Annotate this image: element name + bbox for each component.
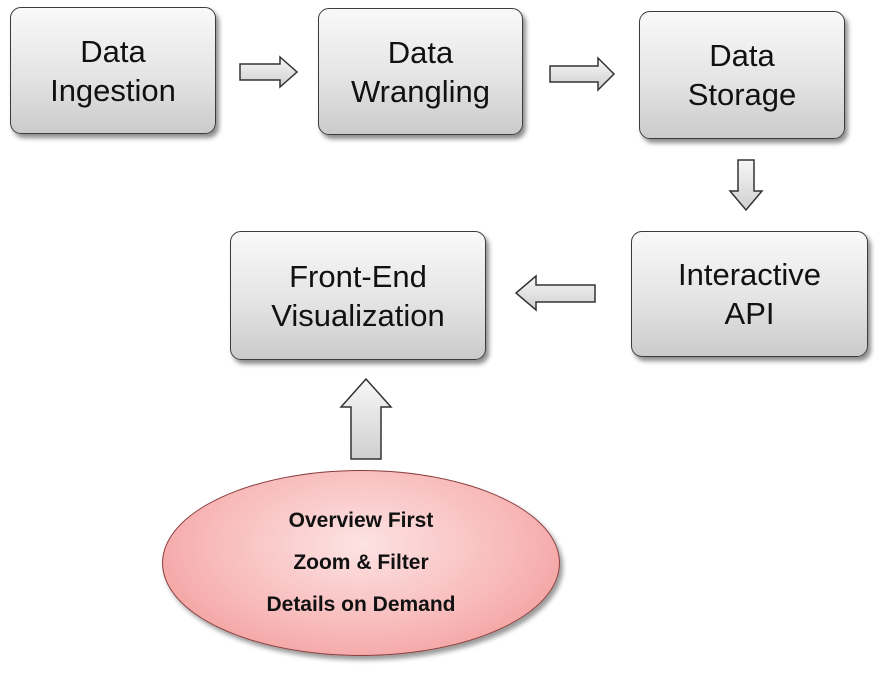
interactive-api-label-line1: Interactive [677, 257, 821, 292]
arrow-wrangling-to-storage [549, 56, 616, 92]
data-wrangling-box: Data Wrangling [318, 8, 523, 135]
interactive-api-box: Interactive API [631, 231, 868, 357]
arrow-storage-to-api [728, 159, 764, 212]
interactive-api-label-line2: API [724, 296, 775, 331]
front-end-visualization-label-line2: Visualization [271, 297, 445, 333]
data-ingestion-box: Data Ingestion [10, 7, 216, 134]
front-end-visualization-label-line1: Front-End [289, 258, 427, 294]
data-storage-label-line2: Storage [687, 77, 797, 112]
principle-details-on-demand: Details on Demand [266, 593, 456, 616]
data-storage-label-line1: Data [709, 38, 775, 73]
principle-overview-first: Overview First [288, 509, 434, 532]
principle-zoom-filter: Zoom & Filter [293, 551, 429, 574]
data-wrangling-label-line1: Data [387, 34, 454, 70]
front-end-visualization-box: Front-End Visualization [230, 231, 486, 360]
principles-ellipse: Overview First Zoom & Filter Details on … [162, 470, 560, 656]
data-storage-box: Data Storage [639, 11, 845, 139]
arrow-api-to-frontend [514, 274, 596, 312]
data-ingestion-label-line1: Data [80, 33, 146, 69]
data-wrangling-label-line2: Wrangling [350, 73, 490, 109]
arrow-ingestion-to-wrangling [239, 55, 299, 89]
data-ingestion-label-line2: Ingestion [50, 72, 176, 108]
arrow-principles-to-frontend [339, 377, 393, 460]
